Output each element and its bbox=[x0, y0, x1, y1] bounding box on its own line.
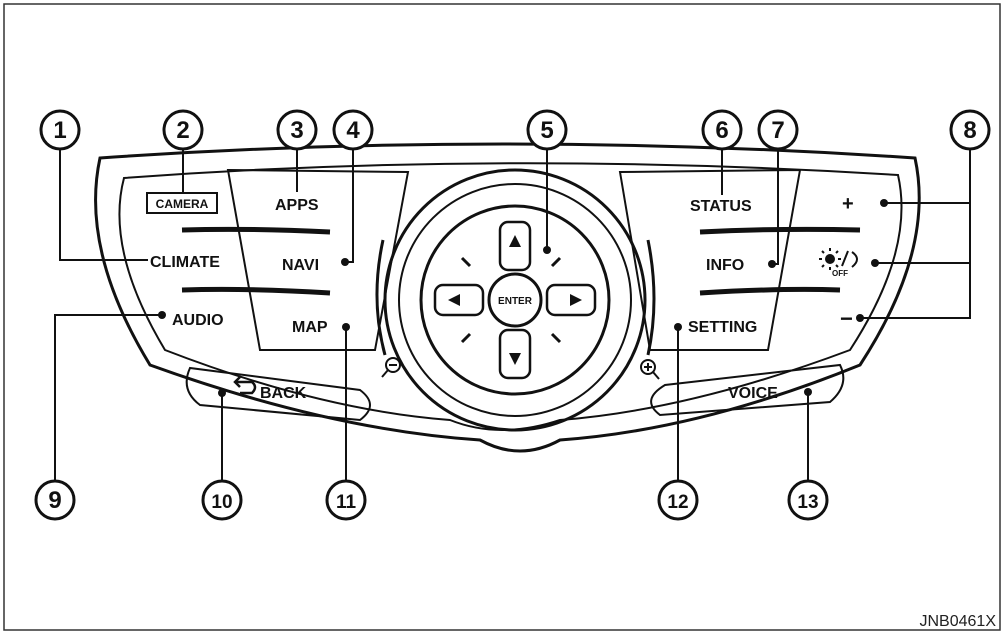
figure-code: JNB0461X bbox=[920, 613, 997, 630]
arrow-down-icon bbox=[509, 353, 521, 365]
camera-button[interactable] bbox=[146, 192, 218, 214]
callout-circle-12 bbox=[657, 479, 699, 521]
minus-label[interactable]: − bbox=[840, 306, 853, 331]
callout-number-5: 5 bbox=[540, 117, 553, 144]
audio-label[interactable]: AUDIO bbox=[172, 312, 224, 329]
arrow-up-button[interactable] bbox=[498, 220, 532, 272]
callout-circle-3 bbox=[276, 109, 318, 151]
callout-circle-13 bbox=[787, 479, 829, 521]
arrow-right-icon bbox=[570, 294, 582, 306]
camera-label: CAMERA bbox=[156, 197, 209, 211]
arrow-glyphs bbox=[448, 235, 582, 365]
callout-circle-7 bbox=[757, 109, 799, 151]
callout-circle-11 bbox=[325, 479, 367, 521]
arrow-up-icon bbox=[509, 235, 521, 247]
callout-circle-4 bbox=[332, 109, 374, 151]
callout-number-8: 8 bbox=[963, 117, 976, 144]
callout-circle-9 bbox=[34, 479, 76, 521]
callout-number-1: 1 bbox=[53, 117, 66, 144]
callout-circle-5 bbox=[526, 109, 568, 151]
info-label[interactable]: INFO bbox=[706, 257, 744, 274]
zoom-in-icon bbox=[640, 359, 660, 380]
callout-number-9: 9 bbox=[48, 487, 61, 514]
enter-label[interactable]: ENTER bbox=[498, 296, 533, 307]
callout-number-10: 10 bbox=[211, 492, 232, 513]
callout-number-2: 2 bbox=[176, 117, 189, 144]
navi-label[interactable]: NAVI bbox=[282, 257, 319, 274]
back-label[interactable]: BACK bbox=[260, 385, 307, 402]
zoom-out-icon bbox=[381, 357, 401, 378]
callout-number-4: 4 bbox=[346, 117, 360, 144]
brightness-off-label[interactable]: OFF bbox=[832, 269, 848, 278]
callout-number-6: 6 bbox=[715, 117, 728, 144]
callout-number-11: 11 bbox=[336, 492, 357, 513]
climate-label[interactable]: CLIMATE bbox=[150, 254, 220, 271]
callout-circle-1 bbox=[39, 109, 81, 151]
button-labels: CAMERA CLIMATE AUDIO APPS NAVI MAP ENTER… bbox=[146, 192, 854, 402]
callout-number-13: 13 bbox=[797, 492, 818, 513]
callout-number-12: 12 bbox=[667, 492, 688, 513]
figure-border bbox=[3, 3, 1001, 631]
arrow-down-button[interactable] bbox=[498, 328, 532, 380]
callout-circle-6 bbox=[701, 109, 743, 151]
sun-moon-icon bbox=[819, 248, 858, 270]
map-label[interactable]: MAP bbox=[292, 319, 328, 336]
arrow-left-icon bbox=[448, 294, 460, 306]
callout-circle-2 bbox=[162, 109, 204, 151]
apps-label[interactable]: APPS bbox=[275, 197, 319, 214]
callout-number-3: 3 bbox=[290, 117, 303, 144]
callout-circle-10 bbox=[201, 479, 243, 521]
enter-button[interactable] bbox=[487, 272, 543, 328]
return-arrow-icon bbox=[233, 376, 257, 395]
plus-label[interactable]: + bbox=[842, 193, 854, 215]
callout-number-7: 7 bbox=[771, 117, 784, 144]
d-pad[interactable] bbox=[433, 220, 597, 380]
arrow-left-button[interactable] bbox=[433, 283, 485, 317]
panel-body bbox=[94, 142, 921, 453]
leader-dots bbox=[158, 199, 888, 397]
setting-label[interactable]: SETTING bbox=[688, 319, 757, 336]
voice-label[interactable]: VOICE bbox=[728, 385, 778, 402]
callout-circle-8 bbox=[949, 109, 991, 151]
status-label[interactable]: STATUS bbox=[690, 198, 752, 215]
arrow-right-button[interactable] bbox=[545, 283, 597, 317]
